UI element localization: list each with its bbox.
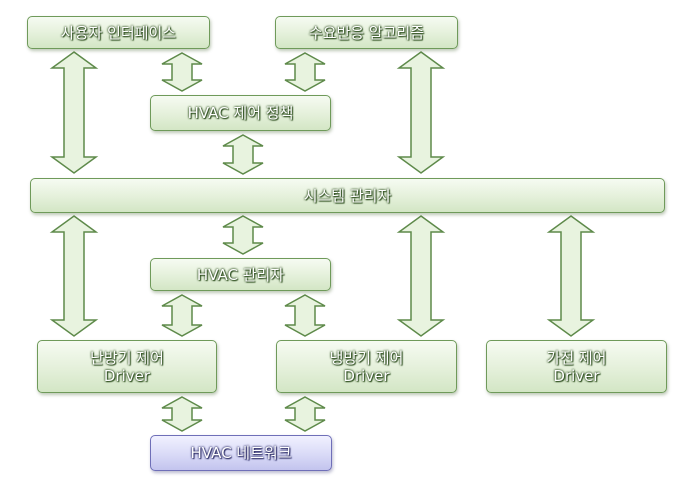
box-demand-response: 수요반응 알고리즘 [275, 16, 458, 49]
label-hvac-manager: HVAC 관리자 [196, 265, 285, 284]
label-demand-response: 수요반응 알고리즘 [308, 23, 425, 42]
label-hvac-network: HVAC 네트워크 [190, 444, 292, 462]
label-cooling-driver: Driver [343, 366, 390, 385]
arrow-ui-system [49, 51, 99, 174]
arrow-system-heating [49, 215, 99, 337]
arrow-heating-network [161, 396, 203, 432]
arrow-cooling-network [284, 396, 326, 432]
box-heating-control-driver: 난방기 제어 Driver [37, 340, 217, 393]
box-system-manager: 시스템 관리자 [30, 178, 665, 213]
box-hvac-network: HVAC 네트워크 [150, 435, 332, 471]
label-hvac-control-policy: HVAC 제어 정책 [187, 104, 294, 122]
arrow-system-hvacmgr [222, 215, 264, 255]
arrow-ui-policy [161, 52, 203, 92]
box-user-interface: 사용자 인터페이스 [27, 16, 210, 49]
label-cooling-control: 냉방기 제어 [329, 348, 404, 367]
box-hvac-control-policy: HVAC 제어 정책 [150, 95, 331, 131]
arrow-policy-system [222, 134, 264, 175]
box-cooling-control-driver: 냉방기 제어 Driver [276, 340, 457, 393]
arrow-demand-policy [284, 52, 326, 92]
label-appliance-driver: Driver [553, 366, 600, 385]
box-appliance-control-driver: 가전 제어 Driver [486, 340, 667, 393]
label-user-interface: 사용자 인터페이스 [60, 23, 177, 42]
arrow-demand-system [396, 51, 446, 174]
label-appliance-control: 가전 제어 [546, 348, 607, 367]
arrow-system-appliance [546, 215, 596, 337]
arrow-system-cooling [396, 215, 446, 337]
arrow-hvacmgr-heating [161, 294, 203, 337]
label-system-manager: 시스템 관리자 [303, 186, 392, 205]
arrow-hvacmgr-cooling [284, 294, 326, 337]
label-heating-driver: Driver [103, 366, 151, 385]
box-hvac-manager: HVAC 관리자 [150, 258, 331, 291]
label-heating-control: 난방기 제어 [90, 348, 164, 367]
